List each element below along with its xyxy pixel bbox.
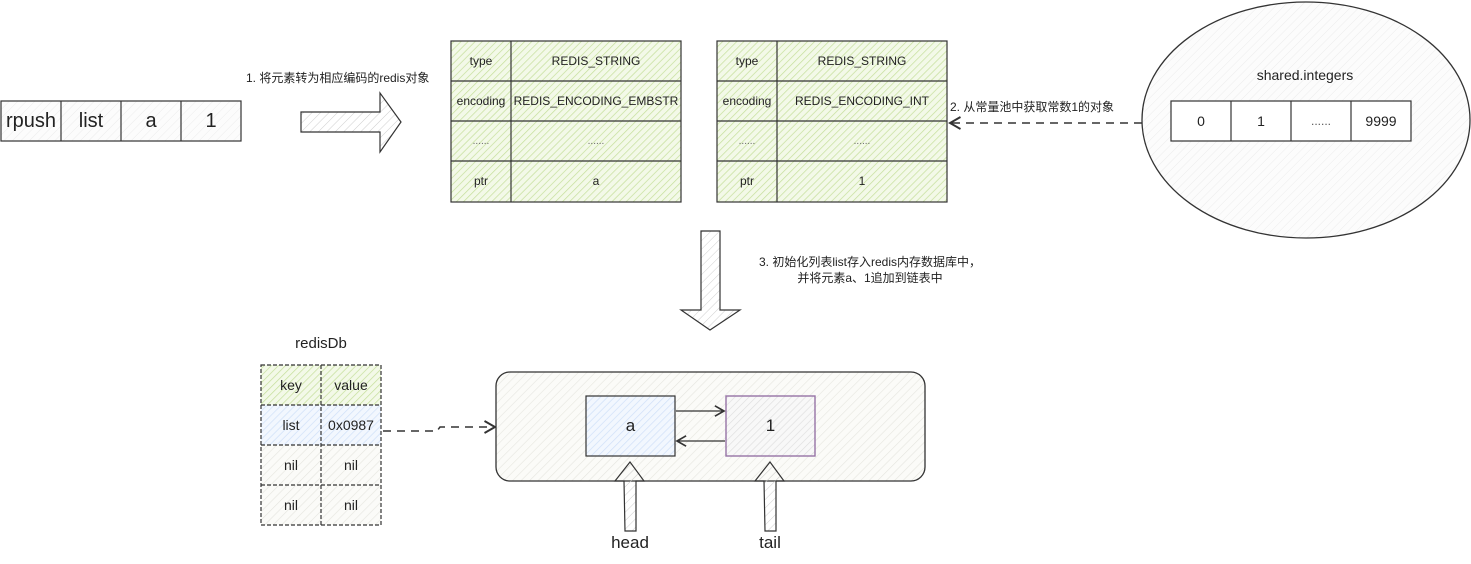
redisdb-row-value: nil — [343, 457, 358, 473]
int-obj-value: REDIS_STRING — [817, 54, 907, 68]
string-obj-key: encoding — [456, 94, 506, 108]
string-obj-key: ptr — [473, 174, 488, 188]
shared-integer-cell: ...... — [1310, 114, 1331, 128]
shared-integers-pool — [1141, 1, 1471, 239]
redisdb-row-key: nil — [283, 497, 298, 513]
command-cell-element-a: a — [145, 109, 157, 132]
command-cell-element-1: 1 — [205, 109, 217, 132]
int-obj-key: encoding — [722, 94, 772, 108]
redisdb-row-key: nil — [283, 457, 298, 473]
string-obj-key: type — [469, 54, 493, 68]
int-obj-value: REDIS_ENCODING_INT — [794, 94, 930, 108]
string-obj-key: ...... — [472, 135, 490, 147]
list-node-1: 1 — [765, 416, 776, 435]
head-arrow — [613, 461, 646, 532]
string-obj-value: a — [592, 174, 600, 188]
step3-label-line2: 并将元素a、1追加到链表中 — [797, 271, 943, 285]
step1-arrow — [300, 91, 402, 154]
int-obj-value: 1 — [858, 174, 866, 188]
string-object-table — [450, 40, 682, 203]
list-node-1-box — [725, 395, 816, 457]
string-obj-value: ...... — [587, 135, 605, 147]
redisdb-table — [260, 364, 382, 526]
pointer-dashed-arrow — [383, 420, 497, 434]
int-object-table — [716, 40, 948, 203]
shared-integer-cell: 0 — [1197, 113, 1205, 129]
string-obj-value: REDIS_ENCODING_EMBSTR — [513, 94, 679, 108]
step3-label-line1: 3. 初始化列表list存入redis内存数据库中， — [758, 255, 982, 269]
int-obj-key: ...... — [738, 135, 756, 147]
step1-label: 1. 将元素转为相应编码的redis对象 — [246, 71, 430, 85]
command-cell-rpush: rpush — [5, 109, 57, 132]
int-obj-key: ptr — [739, 174, 754, 188]
int-obj-key: type — [735, 54, 759, 68]
shared-integers-title: shared.integers — [1256, 67, 1354, 83]
redisdb-row-value: 0x0987 — [328, 417, 374, 433]
tail-arrow — [753, 461, 786, 532]
int-obj-value: ...... — [853, 135, 871, 147]
string-obj-value: REDIS_STRING — [551, 54, 641, 68]
redisdb-header-key: key — [280, 377, 302, 393]
head-label: head — [611, 533, 649, 552]
redisdb-header-value: value — [334, 377, 368, 393]
step3-arrow — [679, 230, 742, 331]
list-container — [495, 371, 926, 482]
shared-integer-cell: 9999 — [1365, 113, 1397, 129]
step2-label: 2. 从常量池中获取常数1的对象 — [950, 100, 1115, 114]
redisdb-row-value: nil — [343, 497, 358, 513]
command-row — [0, 100, 242, 142]
command-cell-key: list — [78, 109, 104, 132]
shared-integer-cell: 1 — [1257, 113, 1265, 129]
step3-label: 3. 初始化列表list存入redis内存数据库中， 并将元素a、1追加到链表中 — [735, 254, 1005, 286]
list-node-a: a — [625, 416, 636, 435]
redisdb-row-key: list — [282, 417, 300, 433]
list-node-a-box — [585, 395, 676, 457]
tail-label: tail — [759, 533, 781, 552]
redisdb-title: redisDb — [295, 335, 347, 352]
